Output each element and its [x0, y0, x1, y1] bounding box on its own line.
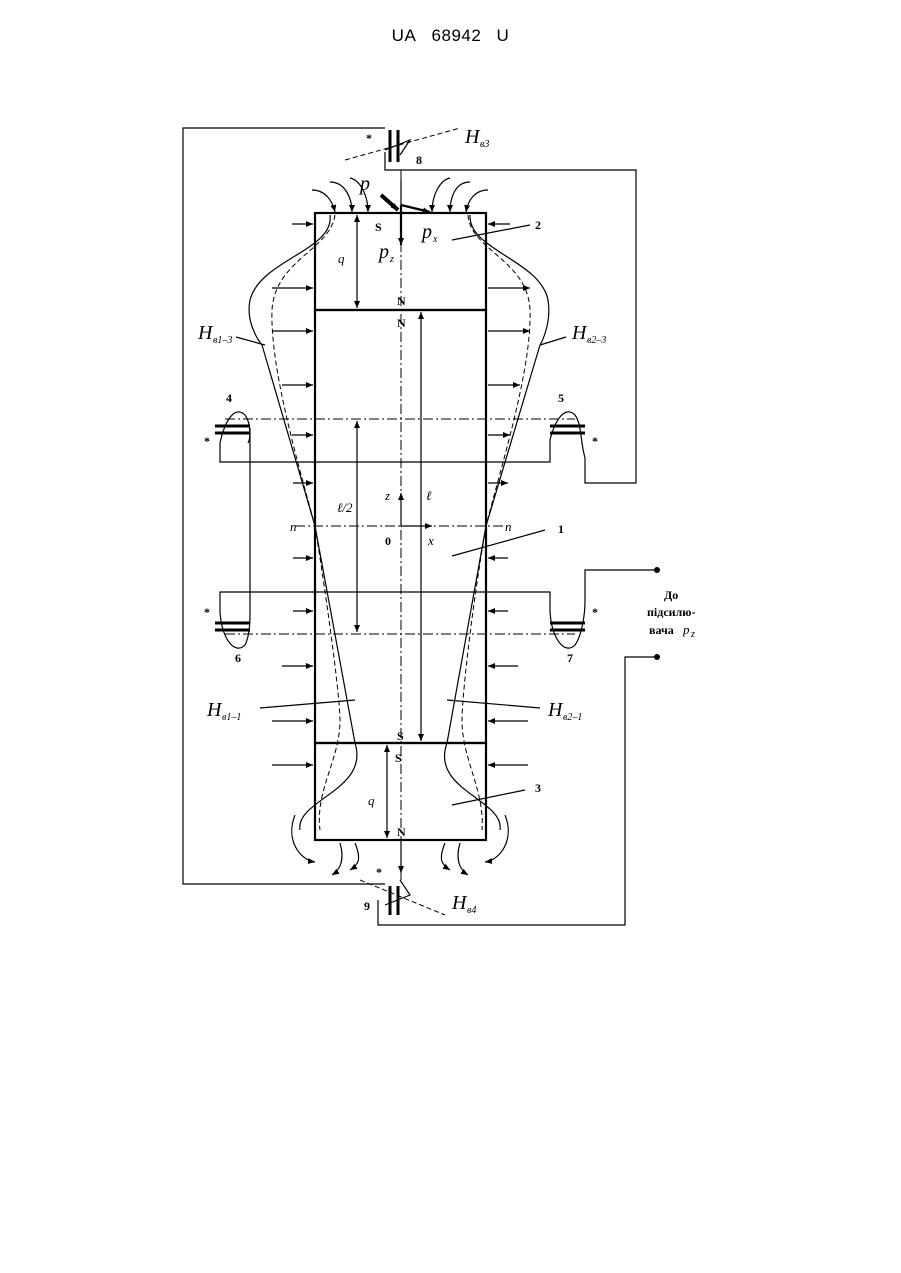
star-4: * — [204, 434, 210, 448]
force-px-sub: x — [432, 234, 438, 245]
output-terminal-bottom — [654, 654, 660, 660]
part-number-7: 7 — [567, 651, 573, 665]
label-hv2-3: H в2–3 — [571, 322, 606, 346]
part-number-6: 6 — [235, 651, 241, 665]
star-7: * — [592, 605, 598, 619]
part-number-9: 9 — [364, 899, 370, 913]
sensor-7 — [550, 600, 585, 648]
svg-text:До: До — [664, 588, 678, 602]
neutral-n-left: n — [290, 519, 297, 534]
svg-text:H: H — [451, 892, 468, 914]
svg-text:H: H — [206, 699, 223, 721]
pole-s-rod: S — [397, 729, 404, 743]
svg-text:підсилю-: підсилю- — [647, 605, 695, 619]
force-pz-label: p — [377, 241, 389, 263]
svg-text:H: H — [571, 322, 588, 344]
field-dash-bottom-right — [462, 526, 486, 830]
sensor-9 — [360, 880, 445, 915]
svg-text:в3: в3 — [480, 139, 489, 150]
svg-text:в4: в4 — [467, 905, 476, 916]
force-px-label: p — [420, 221, 432, 243]
field-dash-bottom-left — [315, 526, 340, 830]
field-arrows-bottom — [292, 815, 508, 875]
field-dash-top-right — [468, 215, 530, 526]
origin-label: 0 — [385, 534, 391, 548]
length-label: ℓ — [426, 488, 432, 503]
neutral-n-right: n — [505, 519, 512, 534]
field-curve-top-left — [249, 215, 330, 345]
label-hv3: H в3 — [464, 126, 489, 150]
star-6: * — [204, 605, 210, 619]
part-number-8: 8 — [416, 153, 422, 167]
svg-text:H: H — [547, 699, 564, 721]
part-number-4: 4 — [226, 391, 232, 405]
svg-text:z: z — [690, 629, 695, 640]
svg-text:p: p — [682, 622, 690, 637]
label-hv2-1: H в2–1 — [547, 699, 582, 723]
sensor-6 — [215, 612, 250, 648]
part-number-5: 5 — [558, 391, 564, 405]
part-number-3: 3 — [535, 781, 541, 795]
sensor-4 — [215, 412, 250, 443]
part-number-1: 1 — [558, 522, 564, 536]
sensor-8 — [345, 128, 460, 162]
pole-s-bottom-magnet: S — [395, 751, 402, 765]
gap-q-top-label: q — [338, 251, 345, 266]
wiring-loop-left — [183, 128, 385, 884]
svg-text:H: H — [464, 126, 481, 148]
svg-text:в1–3: в1–3 — [213, 335, 232, 346]
svg-text:вача: вача — [649, 623, 674, 637]
output-terminal-top — [654, 567, 660, 573]
wiring-9-to-output — [378, 567, 660, 925]
axis-arrows — [401, 493, 432, 873]
label-hv1-3: H в1–3 — [197, 322, 232, 346]
force-pz-sub: z — [389, 254, 394, 265]
field-curve-bottom-right — [444, 743, 500, 830]
field-dash-top-left — [272, 215, 335, 526]
part-number-2: 2 — [535, 218, 541, 232]
pole-n-bottom: N — [397, 825, 406, 839]
wiring-sensors-4-6 — [220, 428, 550, 612]
svg-text:в2–3: в2–3 — [587, 335, 606, 346]
svg-text:в2–1: в2–1 — [563, 712, 582, 723]
amplifier-output-label: До підсилю- вача p z — [647, 588, 695, 640]
star-5: * — [592, 434, 598, 448]
star-8: * — [366, 131, 372, 145]
label-hv4: H в4 — [451, 892, 476, 916]
label-hv1-1: H в1–1 — [206, 699, 241, 723]
axis-z-label: z — [384, 488, 390, 503]
half-length-label: ℓ/2 — [337, 500, 353, 515]
pole-s-top: S — [375, 220, 382, 234]
pole-n-rod: N — [397, 316, 406, 330]
axis-x-label: x — [427, 533, 434, 548]
force-p-label: p — [358, 173, 370, 195]
star-9: * — [376, 865, 382, 879]
field-curve-bottom-left — [300, 743, 357, 830]
svg-text:H: H — [197, 322, 214, 344]
svg-text:в1–1: в1–1 — [222, 712, 241, 723]
gap-q-bottom-label: q — [368, 793, 375, 808]
pole-n-top-magnet: N — [397, 294, 406, 308]
field-profile-left — [262, 345, 355, 743]
